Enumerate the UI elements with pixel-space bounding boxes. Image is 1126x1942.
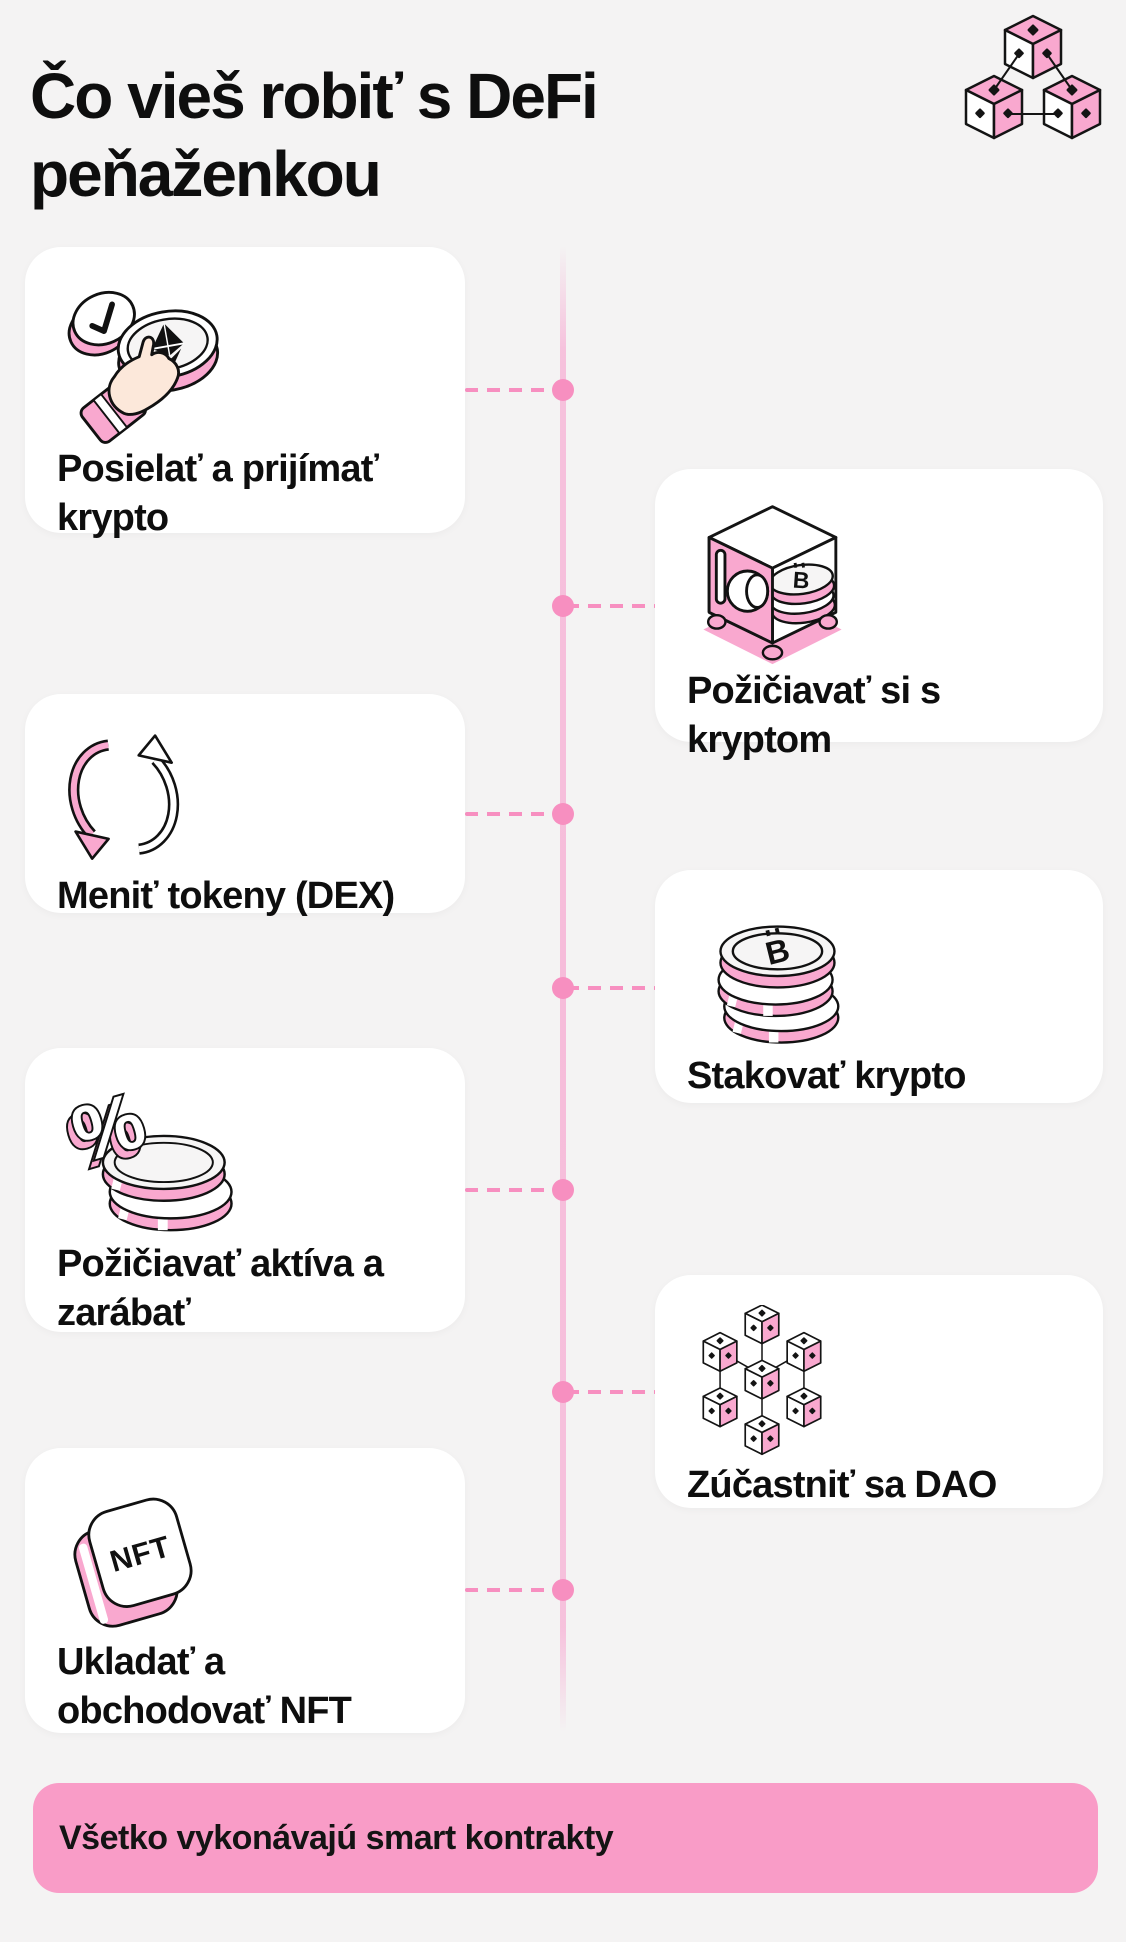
card-label: Posielať a prijímať krypto <box>57 448 379 540</box>
banner-label: Všetko vykonávajú smart kontrakty <box>59 1818 614 1857</box>
card-label: Požičiavať si s kryptom <box>687 670 941 762</box>
timeline-dot <box>552 977 574 999</box>
swap-arrows-icon <box>57 724 439 872</box>
timeline-connector <box>566 986 656 990</box>
crypto-vault-borrow-icon: B <box>687 499 1077 667</box>
timeline-dot <box>552 379 574 401</box>
timeline-connector <box>566 604 656 608</box>
card-send-receive-crypto: Posielať a prijímať krypto <box>25 247 465 539</box>
timeline-connector <box>465 1188 561 1192</box>
card-label: Požičiavať aktíva a zarábať <box>57 1243 384 1335</box>
card-swap-tokens-dex: Meniť tokeny (DEX) <box>25 694 465 917</box>
svg-text:B: B <box>792 567 810 594</box>
timeline-connector <box>465 1588 561 1592</box>
percent-coins-lend-icon: % % <box>57 1078 439 1240</box>
timeline-connector <box>566 1390 656 1394</box>
card-label: Ukladať a obchodovať NFT <box>57 1641 352 1733</box>
card-lend-assets-earn: % % Požičiavať aktíva a zarábať <box>25 1048 465 1334</box>
card-participate-dao: Zúčastniť sa DAO <box>655 1275 1103 1508</box>
timeline-connector <box>465 812 561 816</box>
bitcoin-coin-stack-icon: B <box>687 900 1077 1052</box>
card-stake-crypto: B Stakovať krypto <box>655 870 1103 1103</box>
blockchain-cubes-icon <box>958 12 1108 147</box>
timeline-dot <box>552 595 574 617</box>
card-store-trade-nft: NFT Ukladať a obchodovať NFT <box>25 1448 465 1733</box>
timeline-dot <box>552 1179 574 1201</box>
smart-contracts-banner: Všetko vykonávajú smart kontrakty <box>33 1783 1098 1893</box>
card-borrow-with-crypto: B Požičiavať si s kryptom <box>655 469 1103 761</box>
dao-cube-network-icon <box>687 1305 1077 1461</box>
timeline-dot <box>552 1579 574 1601</box>
card-label: Meniť tokeny (DEX) <box>57 875 395 917</box>
page-title: Čo vieš robiť s DeFi peňaženkou <box>30 59 599 210</box>
hand-coin-send-receive-icon <box>57 277 439 445</box>
card-label: Stakovať krypto <box>687 1055 966 1097</box>
timeline-dot <box>552 1381 574 1403</box>
card-label: Zúčastniť sa DAO <box>687 1464 997 1506</box>
nft-tile-icon: NFT <box>57 1478 439 1638</box>
timeline-connector <box>465 388 561 392</box>
timeline-dot <box>552 803 574 825</box>
